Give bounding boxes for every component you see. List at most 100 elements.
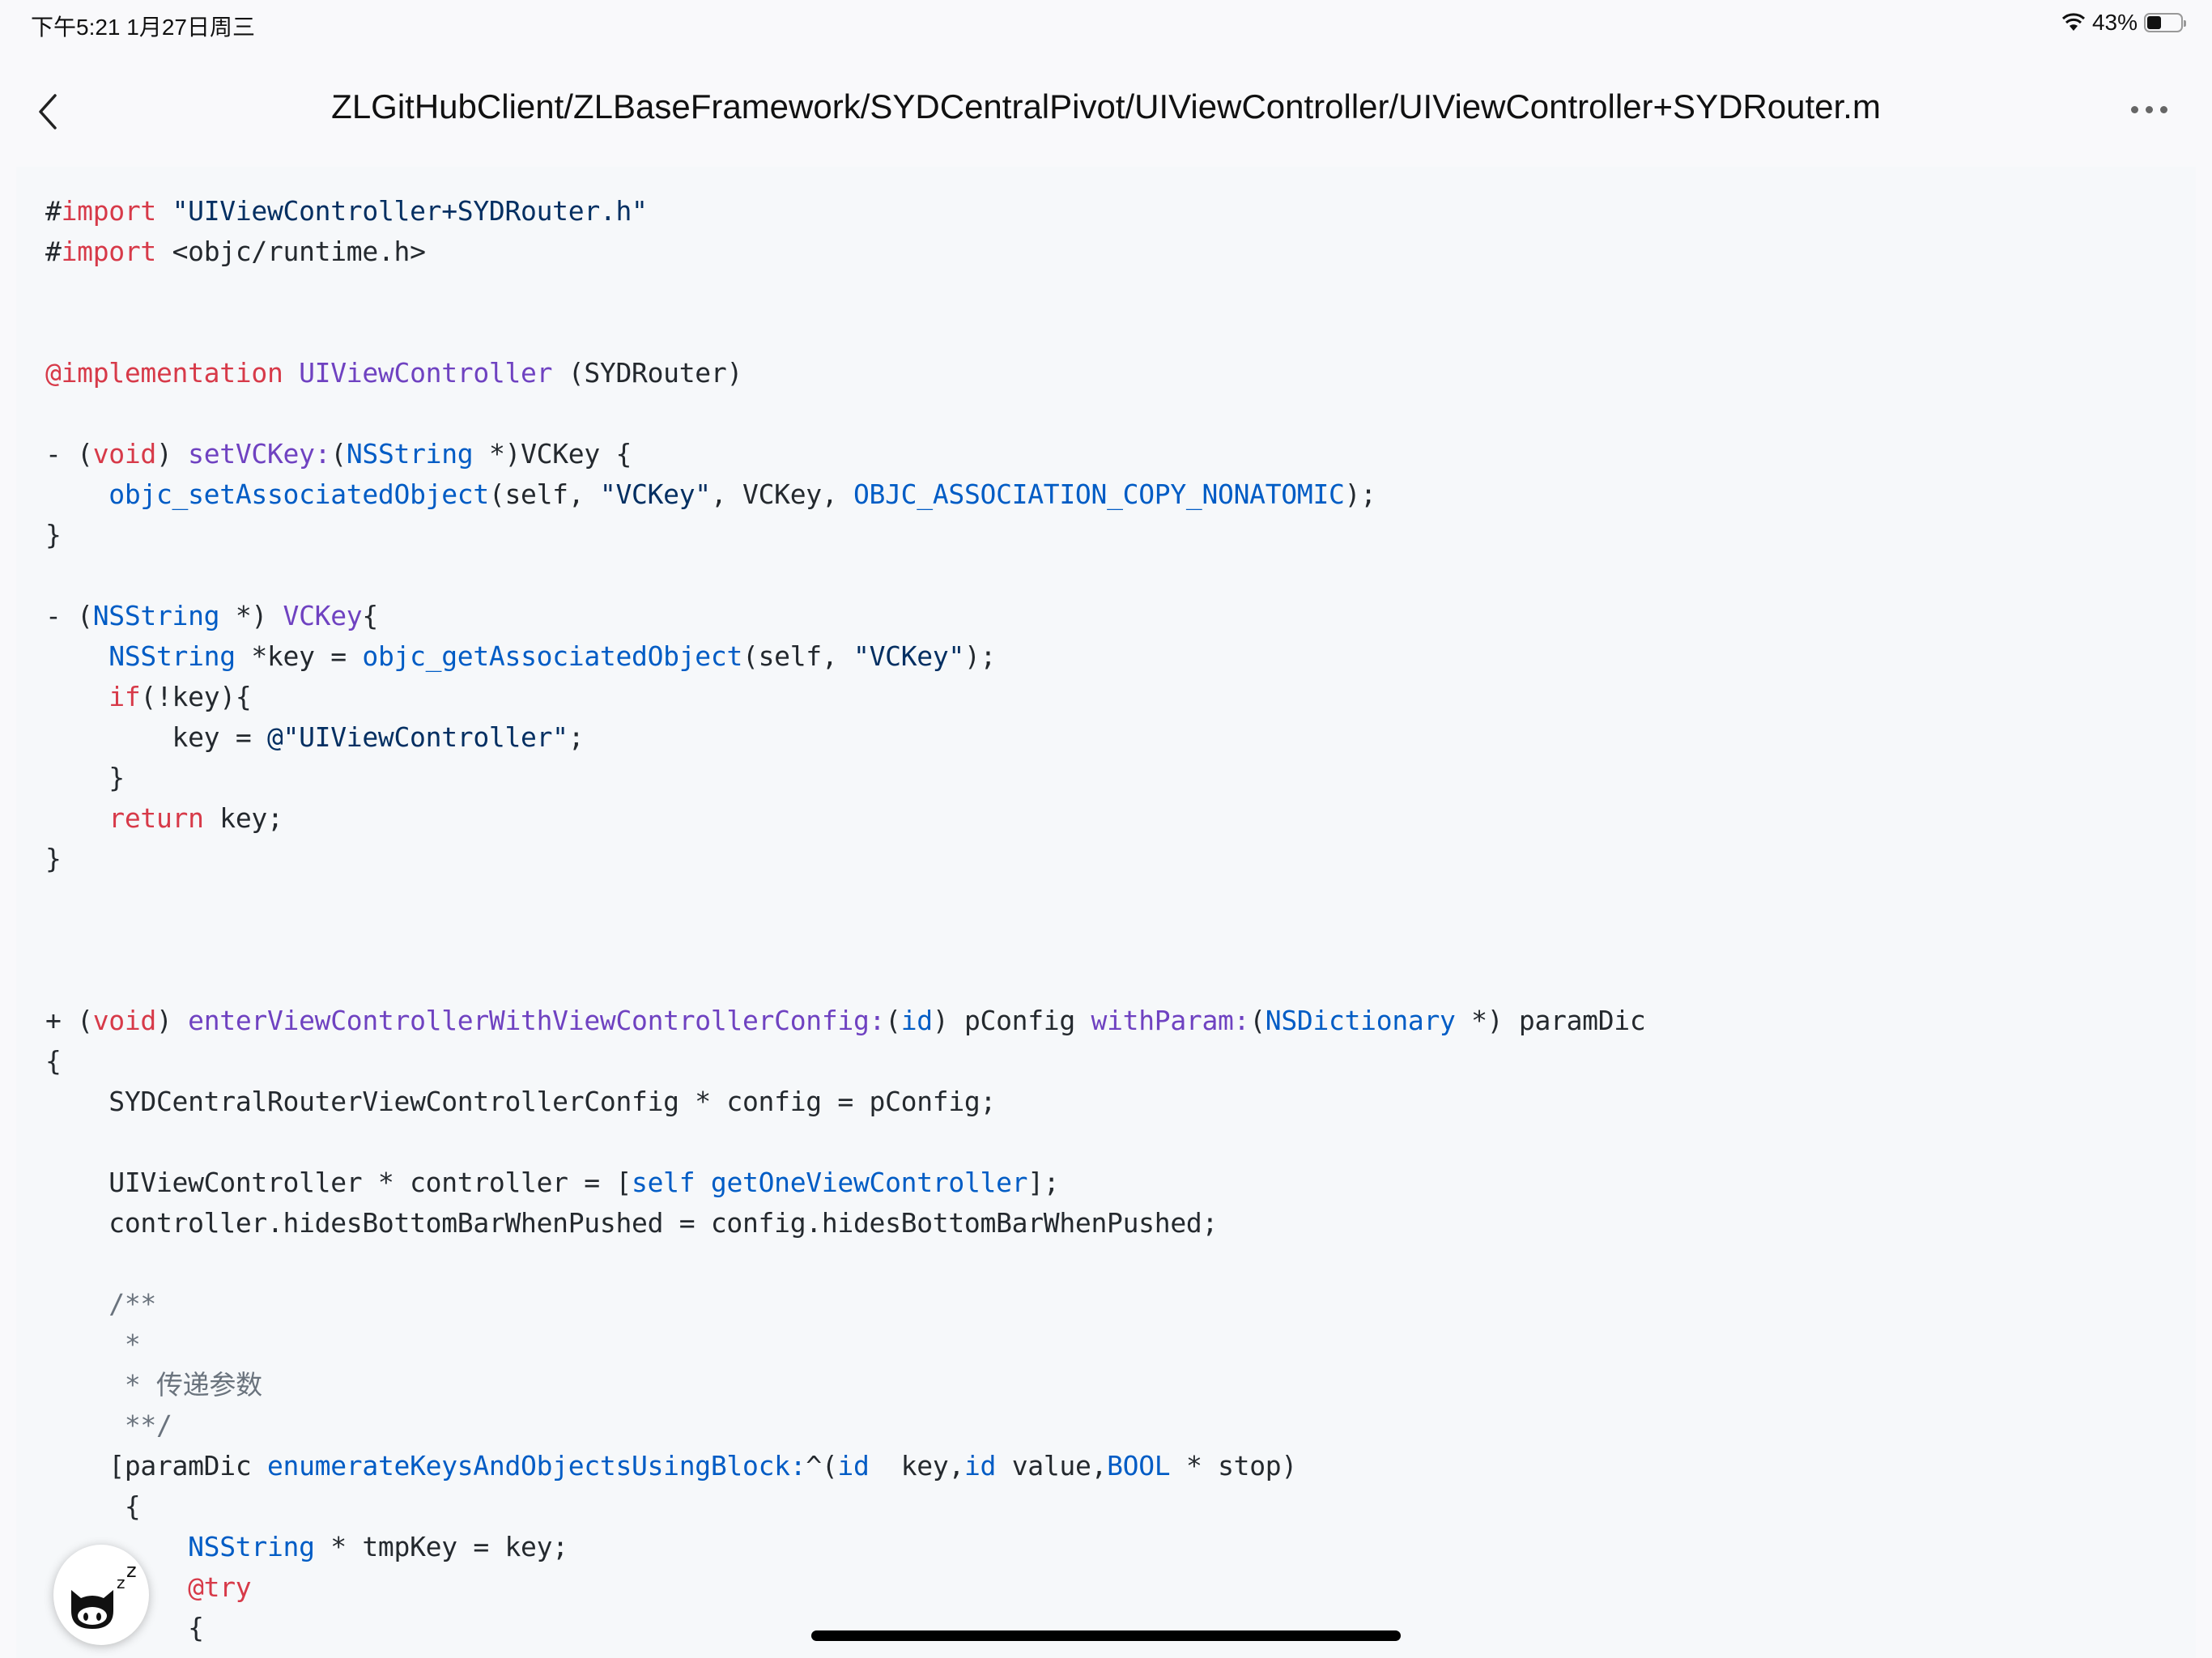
code-line: return key; [45,798,1645,839]
code-line: UIViewController * controller = [self ge… [45,1163,1645,1203]
chevron-left-icon[interactable] [32,89,65,134]
code-line: } [45,515,1645,555]
code-line [45,272,1645,312]
keyword-token: void [92,438,157,470]
code-viewer[interactable]: #import "UIViewController+SYDRouter.h"#i… [16,167,2196,1658]
text-token [45,640,108,672]
function-token: UIViewController [299,357,553,389]
text-token: *)VCKey { [488,438,632,470]
svg-text:z: z [117,1573,125,1592]
code-line [45,1122,1645,1163]
code-line: { [45,1486,1645,1527]
text-token: value, [1011,1450,1108,1482]
string-token: "UIViewController+SYDRouter.h" [172,195,648,227]
indent [45,721,172,753]
text-token [695,1167,711,1198]
code-line: controller.hidesBottomBarWhenPushed = co… [45,1203,1645,1244]
code-line: [paramDic enumerateKeysAndObjectsUsingBl… [45,1446,1645,1486]
text-token: ; [568,721,585,753]
text-token: (!key){ [140,681,252,712]
code-line: **/ [45,1405,1645,1446]
indent [315,1531,331,1562]
text-token: ) [155,438,189,470]
indent [45,1409,125,1441]
type-token: getOneViewController [710,1167,1028,1198]
text-token: { [362,600,378,631]
code-line [45,879,1645,920]
code-line: @implementation UIViewController (SYDRou… [45,353,1645,393]
code-line: SYDCentralRouterViewControllerConfig * c… [45,1082,1645,1122]
code-line: } [45,839,1645,879]
text-token: key = [172,721,267,753]
indent [45,1490,125,1522]
indent [45,1167,108,1198]
function-token: setVCKey: [188,438,331,470]
code-line: NSString * tmpKey = key; [45,1527,1645,1567]
comment-token: * [124,1329,141,1360]
text-token: } [108,762,125,793]
comment-token: * 传递参数 [124,1369,262,1401]
home-indicator [811,1630,1401,1641]
keyword-token: void [92,1005,157,1036]
comment-token: **/ [124,1409,172,1441]
text-token: * tmpKey = key; [330,1531,568,1562]
text-token: ) pConfig [932,1005,1091,1036]
text-token: [paramDic [108,1450,267,1482]
keyword-token: return [108,802,204,834]
status-indicators: 43% [2061,10,2186,36]
type-token: NSString [92,600,220,631]
text-token: <objc/runtime.h> [172,236,426,267]
text-token: (SYDRouter) [568,357,743,389]
type-token: objc_getAssociatedObject [362,640,743,672]
text-token: } [45,519,62,551]
text-token: # [45,236,62,267]
text-token: key, [900,1450,965,1482]
wifi-icon [2061,13,2085,31]
keyword-token: import [61,236,157,267]
indent [870,1450,901,1482]
text-token: { [124,1490,141,1522]
ellipsis-icon[interactable] [2131,97,2180,121]
code-line: @try [45,1567,1645,1608]
text-token [156,195,172,227]
text-token [45,681,108,712]
string-token: "VCKey" [853,640,964,672]
indent [996,1450,1012,1482]
indent [45,1369,125,1401]
indent [552,357,568,389]
code-line [45,555,1645,596]
text-token: ); [1344,478,1376,510]
type-token: enumerateKeysAndObjectsUsingBlock: [266,1450,806,1482]
code-line: key = @"UIViewController"; [45,717,1645,758]
text-token [283,357,300,389]
type-token: NSString [108,640,236,672]
indent [236,640,252,672]
type-token: BOOL [1107,1450,1171,1482]
type-token: NSDictionary [1265,1005,1456,1036]
code-line: { [45,1608,1645,1648]
function-token: withParam: [1091,1005,1250,1036]
indent [45,1086,108,1117]
type-token: NSString [188,1531,315,1562]
text-token: *) paramDic [1471,1005,1646,1036]
code-line: #import <objc/runtime.h> [45,232,1645,272]
type-token: id [963,1450,997,1482]
octocat-sleeping-button[interactable]: z z [53,1545,149,1645]
type-token: NSString [346,438,474,470]
keyword-token: import [61,195,157,227]
indent [156,236,172,267]
text-token: * stop) [1185,1450,1297,1482]
code-line: #import "UIViewController+SYDRouter.h" [45,191,1645,232]
comment-token: /** [108,1288,156,1320]
text-token: ); [963,640,997,672]
text-token: - ( [45,600,93,631]
text-token: ^( [806,1450,838,1482]
string-token: "VCKey" [599,478,711,510]
code-line: - (NSString *) VCKey{ [45,596,1645,636]
function-token: VCKey [283,600,363,631]
text-token: ]; [1027,1167,1060,1198]
text-token: (self, [742,640,853,672]
text-token: ( [330,438,347,470]
type-token: id [837,1450,870,1482]
indent [45,1207,108,1239]
